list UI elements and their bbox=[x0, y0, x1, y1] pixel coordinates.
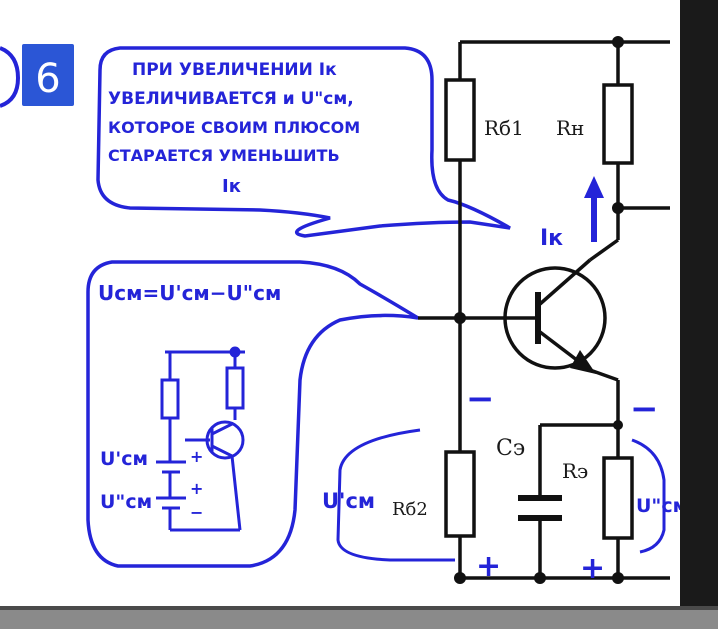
label-u-double: U"см bbox=[636, 495, 680, 517]
minus-sign-right: − bbox=[630, 389, 659, 429]
circuit-diagram: 6 ПРИ УВЕЛИЧЕНИИ Iк УВЕЛИЧИВАЕТСЯ и U"см… bbox=[0, 36, 680, 586]
inset-u-double: U"см bbox=[100, 491, 152, 513]
plus-sign-left: + bbox=[476, 549, 501, 584]
inset-circuit bbox=[156, 346, 245, 532]
bubble-line-4: СТАРАЕТСЯ УМЕНЬШИТЬ bbox=[108, 146, 340, 165]
emitter-arrow bbox=[570, 350, 596, 374]
bottom-frame bbox=[0, 610, 718, 629]
junction-dots bbox=[454, 36, 624, 584]
figure-number-badge: 6 bbox=[0, 44, 74, 108]
voltage-brackets bbox=[336, 428, 666, 562]
label-rb1: Rб1 bbox=[484, 116, 524, 140]
inset-plus-1: + bbox=[190, 447, 203, 466]
inset-plus-2: + bbox=[190, 479, 203, 498]
figure-number: 6 bbox=[35, 56, 60, 102]
label-rn: Rн bbox=[556, 116, 584, 140]
bubble-line-2: УВЕЛИЧИВАЕТСЯ и U"см, bbox=[108, 89, 354, 109]
inset-minus: − bbox=[190, 503, 203, 522]
bubble-line-1: ПРИ УВЕЛИЧЕНИИ Iк bbox=[132, 60, 337, 80]
label-rb2: Rб2 bbox=[392, 499, 428, 520]
bias-formula: Uсм=U'см−U"см bbox=[98, 281, 281, 305]
label-u-prime: U'см bbox=[322, 489, 375, 513]
bubble-line-3: КОТОРОЕ СВОИМ ПЛЮСОМ bbox=[108, 118, 360, 137]
bubble-line-5: Iк bbox=[222, 176, 241, 197]
collector-current-arrow bbox=[584, 176, 604, 242]
plus-sign-right: + bbox=[580, 551, 605, 586]
right-frame bbox=[680, 0, 718, 629]
bottom-frame-edge bbox=[0, 606, 718, 611]
main-circuit bbox=[418, 40, 670, 580]
label-re: Rэ bbox=[562, 459, 588, 483]
side-speech-bubble: Uсм=U'см−U"см + + bbox=[86, 260, 419, 568]
label-ik: Iк bbox=[540, 226, 563, 251]
minus-sign-left: − bbox=[466, 379, 495, 419]
inset-u-prime: U'см bbox=[100, 448, 148, 470]
label-ce: Cэ bbox=[496, 436, 525, 461]
top-speech-bubble: ПРИ УВЕЛИЧЕНИИ Iк УВЕЛИЧИВАЕТСЯ и U"см, … bbox=[96, 46, 511, 238]
